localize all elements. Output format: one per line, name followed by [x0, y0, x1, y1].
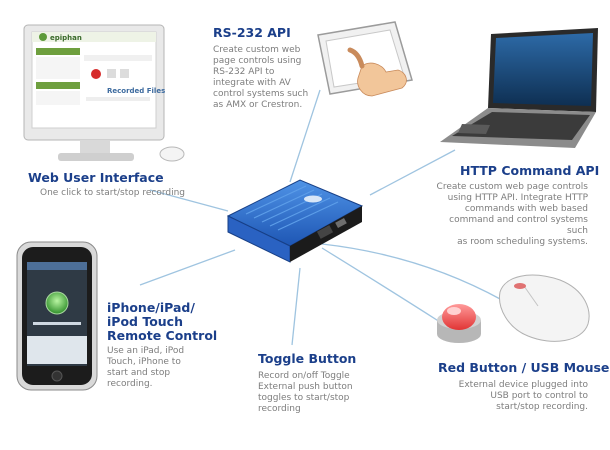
- rs232-title: RS-232 API: [213, 25, 291, 40]
- rs232-desc-line: as AMX or Crestron.: [213, 100, 303, 110]
- mouse-wheel-icon: [514, 283, 526, 289]
- svg-text:Recorded Files: Recorded Files: [107, 87, 165, 95]
- http-desc-line: as room scheduling systems.: [457, 237, 588, 247]
- monitor-illustration: epiphan Recorded Files: [23, 24, 185, 162]
- hand-icon: [357, 62, 407, 97]
- laptop-illustration: [440, 28, 598, 148]
- connector-lines: [139, 89, 503, 346]
- toggle-desc-line: Record on/off Toggle: [258, 371, 350, 381]
- toggle-desc-line: toggles to start/stop: [258, 393, 350, 403]
- svg-text:epiphan: epiphan: [50, 34, 82, 42]
- red-button-desc: External device plugged into USB port to…: [440, 380, 588, 413]
- red-button-desc-line: External device plugged into: [458, 380, 588, 390]
- rs232-desc-line: control systems such: [213, 89, 309, 99]
- device-illustration: [226, 179, 364, 263]
- epiphan-logo-icon: [39, 33, 47, 41]
- iphone-title-line: iPod Touch: [107, 314, 183, 329]
- iphone-title-line: Remote Control: [107, 328, 218, 343]
- rs232-desc-line: page controls using: [213, 56, 302, 66]
- rs232-desc-line: RS-232 API to: [213, 67, 275, 77]
- mouse-illustration: [499, 274, 590, 342]
- iphone-desc-line: Touch, iPhone to: [107, 357, 181, 367]
- red-button-title: Red Button / USB Mouse: [438, 360, 610, 375]
- iphone-desc-line: Use an iPad, iPod: [107, 346, 185, 356]
- http-desc-line: commands with web based: [464, 204, 588, 214]
- rs232-desc-line: integrate with AV: [213, 78, 291, 88]
- iphone-title-line: iPhone/iPad/: [107, 300, 195, 315]
- connector-toggle: [291, 267, 301, 346]
- record-icon: [91, 69, 101, 79]
- connector-rs232: [289, 89, 321, 183]
- connector-iphone: [139, 249, 236, 286]
- toggle-desc-line: recording: [258, 404, 301, 414]
- connector-mouse: [321, 243, 503, 301]
- toggle-desc-line: External push button: [258, 382, 353, 392]
- http-desc-line: Create custom web page controls: [436, 182, 588, 192]
- connector-red-button: [321, 247, 441, 323]
- connector-web: [149, 189, 229, 212]
- iphone-desc-line: start and stop: [107, 368, 171, 378]
- web-ui-title: Web User Interface: [28, 170, 164, 185]
- red-button-desc-line: USB port to control to: [490, 391, 588, 401]
- connector-http: [369, 149, 456, 196]
- iphone-desc-line: recording.: [107, 379, 153, 389]
- record-green-icon: [45, 291, 69, 315]
- rs232-desc-line: Create custom web: [213, 45, 301, 55]
- web-ui-desc: One click to start/stop recording: [40, 188, 186, 198]
- red-button-illustration: [437, 304, 481, 343]
- iphone-desc: Use an iPad, iPod Touch, iPhone to start…: [107, 346, 184, 390]
- red-button-desc-line: start/stop recording.: [496, 402, 588, 412]
- http-desc-line: using HTTP API. Integrate HTTP: [447, 193, 588, 203]
- http-desc: Create custom web page controls using HT…: [432, 182, 588, 248]
- http-title: HTTP Command API: [460, 163, 600, 178]
- tablet-illustration: [317, 21, 413, 97]
- toggle-title: Toggle Button: [258, 351, 357, 366]
- iphone-title: iPhone/iPad/ iPod Touch Remote Control: [107, 301, 217, 343]
- toggle-desc: Record on/off Toggle External push butto…: [258, 371, 353, 415]
- rs232-desc: Create custom web page controls using RS…: [213, 45, 308, 111]
- http-desc-line: command and control systems such: [449, 215, 588, 236]
- iphone-illustration: [16, 241, 98, 391]
